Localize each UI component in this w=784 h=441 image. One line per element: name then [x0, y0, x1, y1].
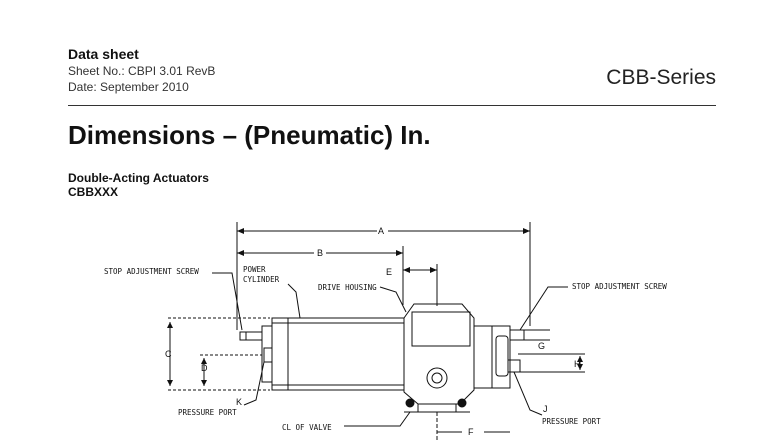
leader-power-cylinder — [287, 283, 301, 319]
page-title: Dimensions – (Pneumatic) In. — [68, 120, 431, 150]
leader-drive-housing — [379, 286, 407, 313]
dim-c-letter: C — [165, 349, 172, 359]
dim-h-letter: H — [574, 359, 581, 369]
leader-stop-right — [519, 286, 568, 331]
label-drive-housing: DRIVE HOUSING — [318, 283, 377, 292]
leader-pressure-left — [243, 361, 265, 406]
sheet-number: Sheet No.: CBPI 3.01 RevB — [68, 64, 216, 78]
subtitle-model: CBBXXX — [68, 185, 119, 199]
subtitle-actuator-type: Double-Acting Actuators — [68, 171, 209, 185]
drive-housing — [403, 303, 475, 405]
dim-b-letter: B — [317, 248, 323, 258]
doc-type: Data sheet — [68, 46, 139, 62]
label-power-cylinder-1: POWER — [243, 265, 266, 274]
header-block: Data sheet Sheet No.: CBPI 3.01 RevB Dat… — [68, 46, 215, 95]
series-name: CBB-Series — [606, 66, 716, 89]
dim-k-letter: K — [236, 397, 242, 407]
subtitle-block: Double-Acting Actuators CBBXXX — [68, 171, 209, 199]
dim-e-letter: E — [386, 267, 392, 277]
dim-j-letter: J — [543, 404, 548, 414]
dim-d-letter: D — [201, 363, 208, 373]
leader-cl-valve — [344, 411, 411, 427]
label-pressure-port-left: PRESSURE PORT — [178, 408, 237, 417]
sheet-date: Date: September 2010 — [68, 80, 189, 94]
header-divider — [68, 105, 716, 106]
leader-pressure-right — [513, 371, 543, 416]
dim-a-letter: A — [378, 226, 384, 236]
dim-g-letter: G — [538, 341, 545, 351]
label-pressure-port-right: PRESSURE PORT — [542, 417, 601, 426]
dim-f-letter: F — [468, 427, 474, 437]
label-cl-of-valve: CL OF VALVE — [282, 423, 332, 432]
label-power-cylinder-2: CYLINDER — [243, 275, 280, 284]
stop-screw-right — [509, 329, 525, 341]
power-cylinder — [271, 317, 405, 391]
stop-screw-left — [239, 331, 263, 341]
label-stop-screw-left: STOP ADJUSTMENT SCREW — [104, 267, 199, 276]
leader-stop-left — [212, 272, 243, 331]
label-stop-screw-right: STOP ADJUSTMENT SCREW — [572, 282, 667, 291]
